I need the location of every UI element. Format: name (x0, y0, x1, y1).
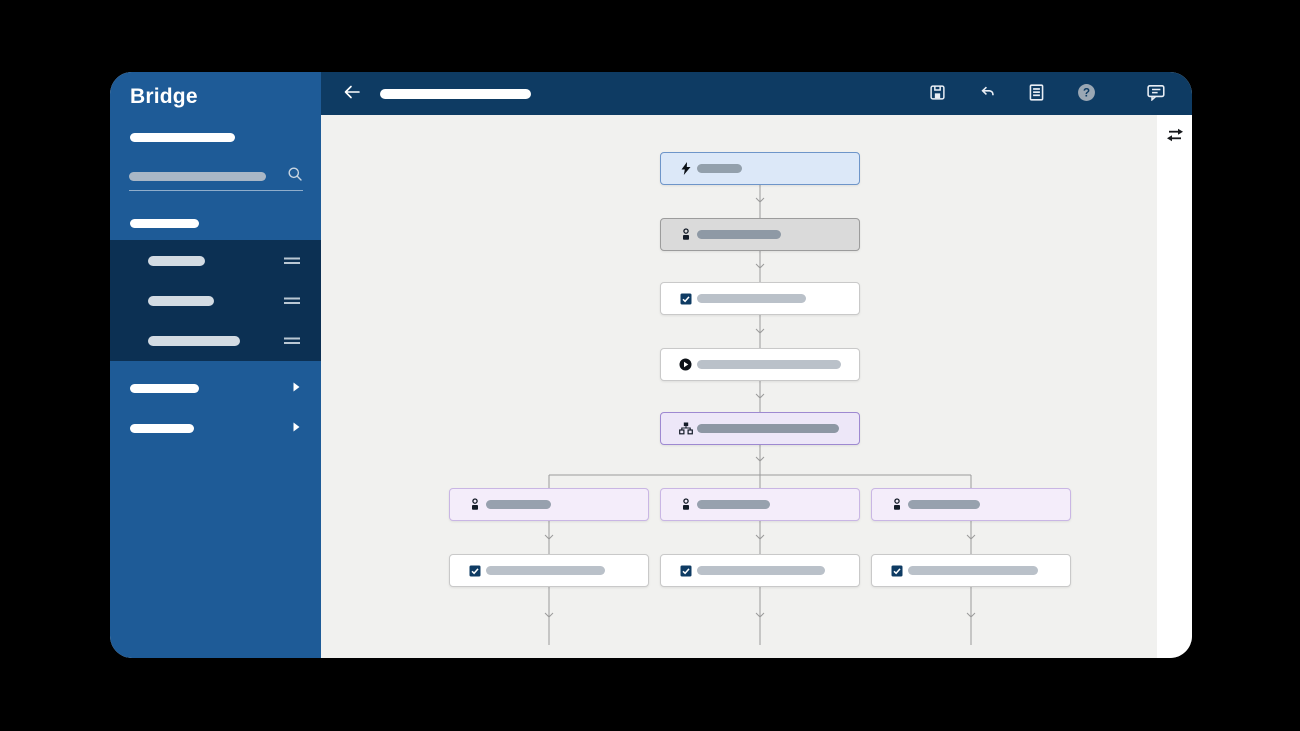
undo-button[interactable] (977, 82, 998, 106)
node-label-placeholder (697, 294, 806, 303)
branch-step-node[interactable] (660, 412, 860, 445)
node-label-placeholder (908, 566, 1038, 575)
swap-horizontal-icon (1166, 127, 1184, 146)
user-icon (467, 498, 482, 511)
undo-icon (979, 84, 996, 104)
workflow-title-placeholder (380, 88, 531, 99)
node-label-placeholder (697, 424, 839, 433)
drag-handle-icon[interactable] (284, 292, 300, 310)
sidebar-reorder-item[interactable] (110, 241, 321, 281)
chat-button[interactable] (1145, 82, 1168, 106)
sidebar-reorder-item[interactable] (110, 281, 321, 321)
search-icon (287, 166, 303, 187)
node-label-placeholder (697, 230, 781, 239)
item-label-placeholder (148, 256, 205, 266)
drag-handle-icon[interactable] (284, 252, 300, 270)
top-toolbar: ? (321, 72, 1192, 115)
right-rail (1157, 115, 1192, 658)
svg-text:?: ? (1083, 86, 1090, 99)
sitemap-icon (678, 422, 693, 435)
task-step-node[interactable] (449, 554, 649, 587)
user-step-node[interactable] (871, 488, 1071, 521)
sidebar-reorder-item[interactable] (110, 321, 321, 361)
checkbox-icon (889, 565, 904, 577)
checkbox-icon (467, 565, 482, 577)
item-label-placeholder (130, 423, 194, 433)
document-icon (1029, 83, 1044, 104)
node-label-placeholder (908, 500, 980, 509)
user-step-node[interactable] (660, 488, 860, 521)
sidebar-expand-section (110, 368, 321, 448)
workflow-connectors (544, 184, 976, 645)
play-icon (678, 358, 693, 371)
node-label-placeholder (697, 566, 825, 575)
drag-handle-icon[interactable] (284, 332, 300, 350)
task-step-node[interactable] (660, 282, 860, 315)
workflow-canvas[interactable] (321, 115, 1157, 658)
swap-orientation-button[interactable] (1164, 125, 1186, 148)
save-icon (929, 84, 946, 104)
sidebar: Bridge (110, 72, 321, 658)
user-step-node[interactable] (660, 218, 860, 251)
sidebar-expand-item[interactable] (110, 368, 321, 408)
chat-icon (1147, 84, 1166, 104)
user-icon (889, 498, 904, 511)
sidebar-reorder-section (110, 240, 321, 361)
search-input[interactable] (129, 162, 303, 191)
user-icon (678, 228, 693, 241)
content-body (321, 115, 1192, 658)
node-label-placeholder (697, 500, 770, 509)
user-icon (678, 498, 693, 511)
search-placeholder-bar (129, 171, 266, 181)
task-step-node[interactable] (660, 554, 860, 587)
document-button[interactable] (1027, 82, 1046, 106)
item-label-placeholder (148, 296, 214, 306)
checkbox-icon (678, 293, 693, 305)
node-label-placeholder (697, 360, 841, 369)
lightning-icon (678, 162, 693, 175)
help-icon: ? (1077, 83, 1096, 105)
nav-item-placeholder[interactable] (130, 133, 235, 142)
item-label-placeholder (148, 336, 240, 346)
action-step-node[interactable] (660, 348, 860, 381)
main-area: ? (321, 72, 1192, 658)
node-label-placeholder (486, 566, 605, 575)
save-button[interactable] (927, 82, 948, 106)
node-label-placeholder (697, 164, 742, 173)
checkbox-icon (678, 565, 693, 577)
back-arrow-icon (343, 84, 361, 103)
back-button[interactable] (341, 82, 363, 105)
trigger-node[interactable] (660, 152, 860, 185)
help-button[interactable]: ? (1075, 81, 1098, 107)
user-step-node[interactable] (449, 488, 649, 521)
brand-logo: Bridge (130, 85, 198, 108)
sidebar-expand-item[interactable] (110, 408, 321, 448)
node-label-placeholder (486, 500, 551, 509)
app-window: Bridge ? (110, 72, 1192, 658)
chevron-right-icon (293, 419, 300, 437)
task-step-node[interactable] (871, 554, 1071, 587)
chevron-right-icon (293, 379, 300, 397)
item-label-placeholder (130, 383, 199, 393)
section-label-placeholder (130, 219, 199, 228)
toolbar-actions: ? (927, 81, 1168, 107)
